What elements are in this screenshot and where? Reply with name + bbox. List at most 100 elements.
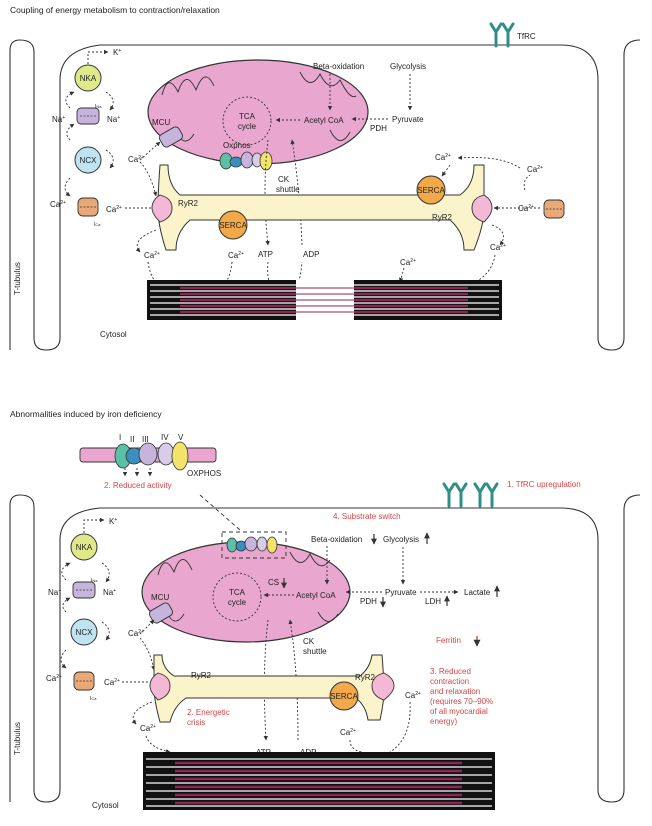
bottom-complex-iv: IV — [161, 433, 169, 442]
bottom-serca-label: SERCA — [330, 692, 358, 701]
top-tca-line2: cycle — [238, 122, 257, 131]
bottom-panel: Abnormalities induced by iron deficiency… — [9, 409, 641, 810]
bottom-ryr2-left-label: RyR2 — [191, 671, 212, 680]
bottom-reduced-line6: energy) — [430, 717, 457, 726]
bottom-reduced-activity: 2. Reduced activity — [104, 481, 172, 490]
bottom-pdh: PDH — [360, 597, 377, 606]
bottom-serca — [329, 681, 359, 711]
bottom-complex-v: V — [178, 433, 184, 442]
top-title: Coupling of energy metabolism to contrac… — [10, 5, 220, 15]
bottom-ica-channel — [73, 671, 95, 691]
bottom-ncx-label: NCX — [76, 628, 94, 637]
bottom-oxphos-caps: OXPHOS — [187, 469, 221, 478]
bottom-pyruvate: Pyruvate — [385, 588, 417, 597]
bottom-mcu-label: MCU — [151, 593, 169, 602]
bottom-ryr2-left — [149, 672, 171, 701]
bottom-cytosol: Cytosol — [92, 801, 119, 810]
bottom-tfrc-upregulation: 1. TfRC upregulation — [507, 480, 581, 489]
top-ca-upper-right: Ca2+ — [527, 165, 543, 174]
top-adp: ADP — [303, 250, 319, 259]
bottom-energetic-line2: crisis — [187, 718, 205, 727]
bottom-ica-label: ICa — [90, 696, 97, 702]
bottom-ck-line1: CK — [303, 637, 315, 646]
bottom-ldh: LDH — [425, 597, 441, 606]
bottom-tca-line2: cycle — [228, 598, 247, 607]
top-tfrc-label: TfRC — [517, 32, 536, 41]
top-serca-left — [218, 210, 248, 240]
top-panel: Coupling of energy metabolism to contrac… — [9, 5, 641, 351]
bottom-ca-lower-left: Ca2+ — [140, 724, 156, 733]
top-oxphos-label: Oxphos — [223, 141, 251, 150]
bottom-complex-ii: II — [130, 435, 134, 444]
bottom-na-right: Na+ — [103, 588, 116, 597]
bottom-substrate-switch: 4. Substrate switch — [333, 512, 401, 521]
top-mitochondrion — [147, 59, 369, 165]
top-k-label: K+ — [113, 48, 121, 57]
top-beta-oxidation: Beta-oxidation — [313, 62, 364, 71]
top-ck-line1: CK — [278, 175, 290, 184]
top-cytosol: Cytosol — [100, 330, 127, 339]
bottom-ryr2-right — [371, 672, 395, 701]
top-ca-center: Ca2+ — [228, 251, 244, 260]
top-ck-line2: shuttle — [276, 185, 300, 194]
bottom-ferritin: Ferritin — [436, 636, 461, 645]
top-mcu-label: MCU — [152, 118, 170, 127]
bottom-energetic-line1: 2. Energetic — [187, 708, 230, 717]
bottom-t-tubulus: T-tubulus — [13, 722, 22, 755]
top-ica-channel — [77, 197, 99, 217]
bottom-ck-line2: shuttle — [303, 647, 327, 656]
bottom-oxphos-inset — [79, 441, 217, 477]
top-glycolysis: Glycolysis — [390, 62, 426, 71]
bottom-mcu-channel — [148, 602, 174, 624]
top-ryr2-right-label: RyR2 — [432, 213, 453, 222]
top-ca-sarcomere: Ca2+ — [400, 258, 416, 267]
top-sarcomere — [147, 280, 502, 320]
top-ica-label: ICa — [94, 222, 101, 228]
bottom-ca-serca: Ca2+ — [340, 728, 356, 737]
bottom-mito-cristae — [157, 551, 339, 622]
bottom-glycolysis: Glycolysis — [383, 535, 419, 544]
top-ca-ncx: Ca2+ — [106, 205, 122, 214]
top-nka-pump — [74, 64, 102, 92]
bottom-ca-ncx: Ca2+ — [104, 678, 120, 687]
bottom-ca-right: Ca2+ — [405, 691, 421, 700]
bottom-reduced-line3: and relaxation — [430, 687, 480, 696]
top-pdh: PDH — [370, 124, 387, 133]
top-t-tubulus: T-tubulus — [13, 262, 22, 295]
top-na-left: Na+ — [52, 115, 65, 124]
bottom-ina-channel — [72, 581, 96, 599]
top-serca-right — [416, 175, 446, 205]
bottom-ca-left: Ca2+ — [46, 674, 62, 683]
top-ina-label: INa — [95, 104, 102, 110]
top-oxphos-complexes — [219, 151, 273, 171]
bottom-oxphos-zoom-box — [221, 531, 287, 559]
bottom-title: Abnormalities induced by iron deficiency — [10, 409, 162, 419]
top-ca-serca-right: Ca2+ — [435, 153, 451, 162]
bottom-tca-line1: TCA — [229, 588, 246, 597]
bottom-tfrc-icon-2 — [473, 482, 499, 508]
bottom-ryr2-right-label: RyR2 — [355, 673, 376, 682]
top-ca-right-channel: Ca2+ — [518, 204, 534, 213]
top-mcu-channel — [158, 126, 184, 148]
top-atp: ATP — [258, 250, 273, 259]
bottom-reduced-line2: contraction — [430, 677, 469, 686]
bottom-cell-membrane — [9, 494, 641, 803]
top-ncx-exchanger — [74, 146, 102, 174]
bottom-tca-cycle — [212, 572, 262, 622]
top-na-right: Na+ — [107, 115, 120, 124]
bottom-beta-oxidation: Beta-oxidation — [311, 535, 362, 544]
top-ncx-label: NCX — [80, 156, 98, 165]
bottom-lactate: Lactate — [464, 588, 491, 597]
top-ca-lower-left: Ca2+ — [144, 251, 160, 260]
bottom-na-left: Na+ — [48, 588, 61, 597]
bottom-nka-label: NKA — [76, 543, 93, 552]
top-nka-label: NKA — [80, 74, 97, 83]
top-serca-left-label: SERCA — [219, 221, 247, 230]
top-tca-line1: TCA — [239, 112, 256, 121]
bottom-sarcomere — [143, 752, 495, 810]
top-ca-left: Ca2+ — [50, 200, 66, 209]
bottom-complex-i: I — [119, 433, 121, 442]
top-ca-mcu: Ca2+ — [128, 155, 144, 164]
bottom-ca-mcu: Ca2+ — [128, 629, 144, 638]
